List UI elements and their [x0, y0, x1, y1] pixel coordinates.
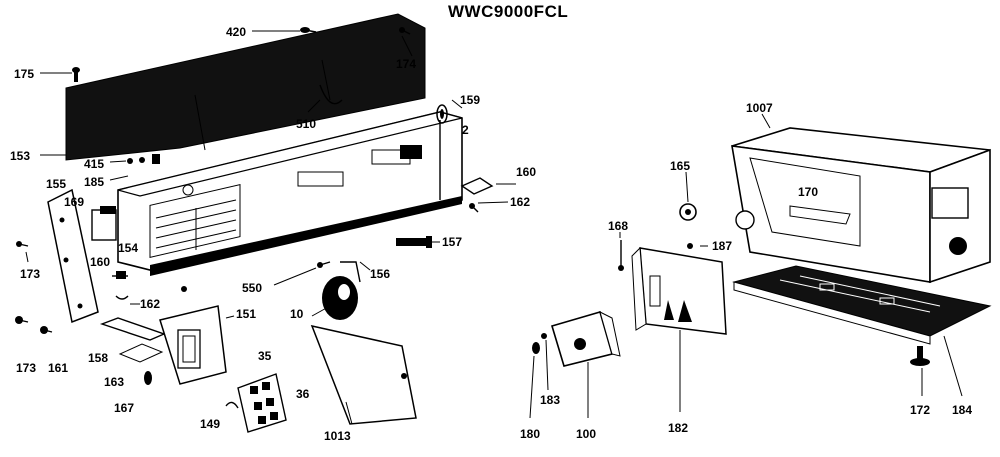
callout-35: 35 — [258, 349, 272, 363]
bracket-154 — [91, 206, 117, 241]
callout-175: 175 — [14, 67, 34, 81]
callout-169: 169 — [64, 195, 84, 209]
callout-173-lower: 173 — [16, 361, 36, 375]
housing-1007 — [731, 127, 991, 284]
switch-plate-151 — [159, 305, 227, 385]
callout-180: 180 — [520, 427, 540, 441]
callout-182: 182 — [668, 421, 688, 435]
screw-420 — [300, 27, 317, 33]
callout-labels: 420 174 175 159 2 510 153 415 185 155 16… — [10, 25, 972, 443]
bracket-158 — [99, 317, 166, 341]
callout-550: 550 — [242, 281, 262, 295]
clip-149 — [225, 401, 239, 409]
panel-trim-556 — [150, 196, 462, 276]
parts-183-180 — [532, 333, 547, 354]
callout-160-left: 160 — [90, 255, 110, 269]
screw-173-b — [15, 316, 29, 324]
callout-185: 185 — [84, 175, 104, 189]
callout-167: 167 — [114, 401, 134, 415]
knob-159 — [436, 104, 448, 124]
callout-172: 172 — [910, 403, 930, 417]
callout-168: 168 — [608, 219, 628, 233]
callout-510: 510 — [296, 117, 316, 131]
callout-162-right: 162 — [510, 195, 530, 209]
callout-184: 184 — [952, 403, 972, 417]
screw-550 — [317, 261, 331, 268]
timer-100 — [551, 311, 621, 367]
callout-161: 161 — [48, 361, 68, 375]
knob-165 — [679, 203, 697, 221]
callout-173-upper: 173 — [20, 267, 40, 281]
cover-panel-1013 — [310, 324, 417, 425]
callout-170: 170 — [798, 185, 818, 199]
grommet-167 — [144, 371, 152, 385]
callout-149: 149 — [200, 417, 220, 431]
switch-block-35 — [237, 373, 287, 433]
part-157 — [396, 236, 432, 248]
callout-1013: 1013 — [324, 429, 351, 443]
callout-165: 165 — [670, 159, 690, 173]
callout-420: 420 — [226, 25, 246, 39]
screw-174 — [399, 27, 411, 35]
backsplash-panel-153 — [65, 13, 426, 161]
callout-415: 415 — [84, 157, 104, 171]
callout-187: 187 — [712, 239, 732, 253]
screw-168 — [618, 240, 624, 271]
screw-161 — [40, 326, 53, 334]
callout-151: 151 — [236, 307, 256, 321]
callout-154: 154 — [118, 241, 138, 255]
callout-153: 153 — [10, 149, 30, 163]
control-board-184 — [732, 265, 992, 345]
side-bracket-155 — [47, 188, 99, 324]
screw-173-a — [16, 241, 29, 247]
callout-162-left: 162 — [140, 297, 160, 311]
callout-155: 155 — [46, 177, 66, 191]
cycle-dial-window — [149, 183, 241, 258]
callout-2: 2 — [462, 123, 469, 137]
screw-175 — [72, 67, 80, 82]
leader-lines — [25, 30, 963, 425]
knob-10 — [322, 261, 361, 320]
buttons-415 — [127, 154, 160, 164]
plate-163 — [118, 343, 164, 363]
callout-36: 36 — [296, 387, 310, 401]
callout-174: 174 — [396, 57, 416, 71]
callout-157: 157 — [442, 235, 462, 249]
clip-510 — [319, 84, 343, 105]
parts-160-162-left — [112, 271, 129, 300]
callout-158: 158 — [88, 351, 108, 365]
callout-159: 159 — [460, 93, 480, 107]
callout-183: 183 — [540, 393, 560, 407]
callout-156: 156 — [370, 267, 390, 281]
callout-160-right: 160 — [516, 165, 536, 179]
callout-163: 163 — [104, 375, 124, 389]
callout-10: 10 — [290, 307, 304, 321]
callout-1007: 1007 — [746, 101, 773, 115]
parts-160-162-right — [460, 177, 494, 213]
model-title: WWC9000FCL — [448, 2, 569, 21]
foot-172 — [910, 346, 930, 366]
bracket-182 — [631, 243, 727, 335]
callout-100: 100 — [576, 427, 596, 441]
